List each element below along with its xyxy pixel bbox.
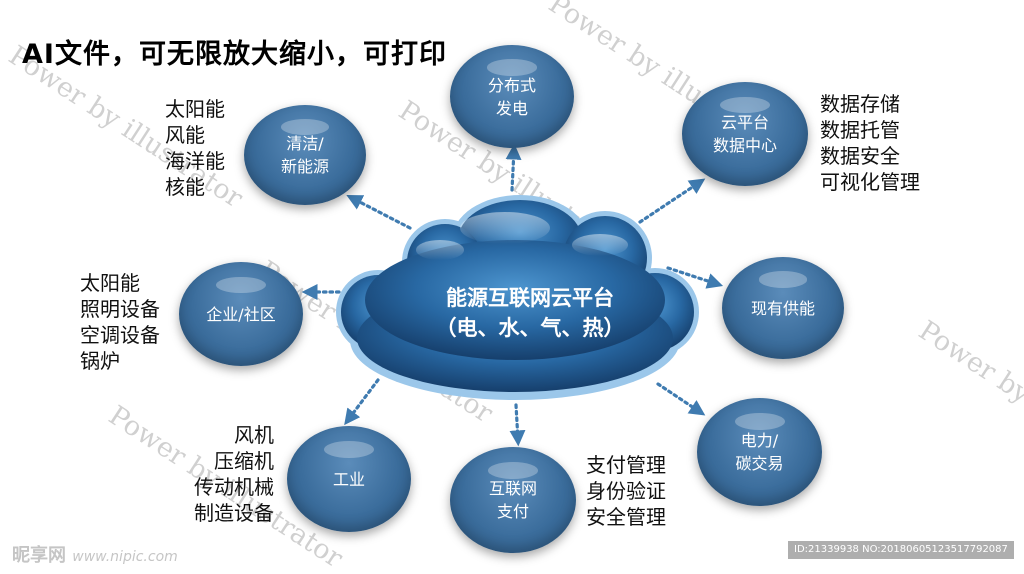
cloud-title: 能源互联网云平台 xyxy=(446,286,614,310)
list-item: 支付管理 xyxy=(586,453,666,477)
node-label: 发电 xyxy=(495,98,528,118)
list-item: 数据存储 xyxy=(820,92,900,116)
footer-url: www.nipic.com xyxy=(72,549,178,565)
arrows xyxy=(301,143,724,447)
node-cloud-data-center: 云平台数据中心 xyxy=(682,82,808,186)
list-item: 太阳能 xyxy=(165,97,225,121)
node-label: 现有供能 xyxy=(750,298,815,318)
node-label: 支付 xyxy=(496,502,529,521)
node-clean-energy: 清洁/新能源 xyxy=(244,105,366,205)
list-item: 数据托管 xyxy=(820,118,900,142)
page-title: AI文件，可无限放大缩小，可打印 xyxy=(22,39,447,70)
node-label: 互联网 xyxy=(488,479,537,498)
list-item: 核能 xyxy=(165,175,205,199)
list-item: 空调设备 xyxy=(80,323,160,347)
node-label: 云平台 xyxy=(720,113,769,132)
node-label: 电力/ xyxy=(740,431,779,450)
list-item: 风机 xyxy=(234,423,274,447)
node-industry: 工业 xyxy=(287,426,411,532)
list-enterprise: 太阳能 照明设备 空调设备 锅炉 xyxy=(80,270,160,374)
list-item: 传动机械 xyxy=(194,475,274,499)
arrow-to-industry xyxy=(344,378,380,426)
list-item: 锅炉 xyxy=(80,349,120,373)
list-clean-energy: 太阳能 风能 海洋能 核能 xyxy=(165,96,225,200)
node-label: 企业/社区 xyxy=(206,304,276,324)
node-distributed-generation: 分布式发电 xyxy=(450,45,574,148)
list-item: 数据安全 xyxy=(820,144,900,168)
list-item: 照明设备 xyxy=(80,297,160,321)
list-item: 身份验证 xyxy=(586,479,666,503)
list-item: 太阳能 xyxy=(80,271,140,295)
node-existing-supply: 现有供能 xyxy=(722,257,844,359)
node-label: 数据中心 xyxy=(712,136,777,155)
arrow-to-cloud-dc xyxy=(638,178,706,224)
cloud-subtitle: （电、水、气、热） xyxy=(435,316,625,340)
node-enterprise-community: 企业/社区 xyxy=(179,262,303,366)
node-power-carbon-trading: 电力/碳交易 xyxy=(697,398,822,506)
node-label: 工业 xyxy=(332,469,365,489)
list-item: 制造设备 xyxy=(194,501,274,525)
list-item: 安全管理 xyxy=(586,505,666,529)
list-cloud-data-center: 数据存储 数据托管 数据安全 可视化管理 xyxy=(820,91,920,195)
arrow-to-clean xyxy=(346,195,412,230)
node-label: 清洁/ xyxy=(286,134,324,153)
list-payment: 支付管理 身份验证 安全管理 xyxy=(586,452,666,530)
list-item: 压缩机 xyxy=(214,449,274,473)
list-industry: 风机 压缩机 传动机械 制造设备 xyxy=(188,422,274,526)
node-label: 碳交易 xyxy=(735,454,784,473)
arrow-to-distributed xyxy=(505,143,522,192)
node-internet-payment: 互联网支付 xyxy=(450,447,576,553)
list-item: 海洋能 xyxy=(165,149,225,173)
node-label: 新能源 xyxy=(280,157,329,176)
node-label: 分布式 xyxy=(487,75,536,95)
footer-logo-text: 昵享网 xyxy=(12,545,66,566)
cloud-shape xyxy=(336,195,699,400)
list-item: 可视化管理 xyxy=(820,170,920,194)
arrow-to-carbon xyxy=(656,382,706,416)
footer-id-badge: ID:21339938 NO:20180605123517792087 xyxy=(788,541,1014,559)
arrow-to-payment xyxy=(509,403,526,447)
list-item: 风能 xyxy=(165,123,205,147)
arrow-to-existing xyxy=(666,266,724,289)
footer-logo: 昵享网 www.nipic.com xyxy=(12,541,178,567)
cloud-platform-label: 能源互联网云平台 （电、水、气、热） xyxy=(380,283,680,343)
